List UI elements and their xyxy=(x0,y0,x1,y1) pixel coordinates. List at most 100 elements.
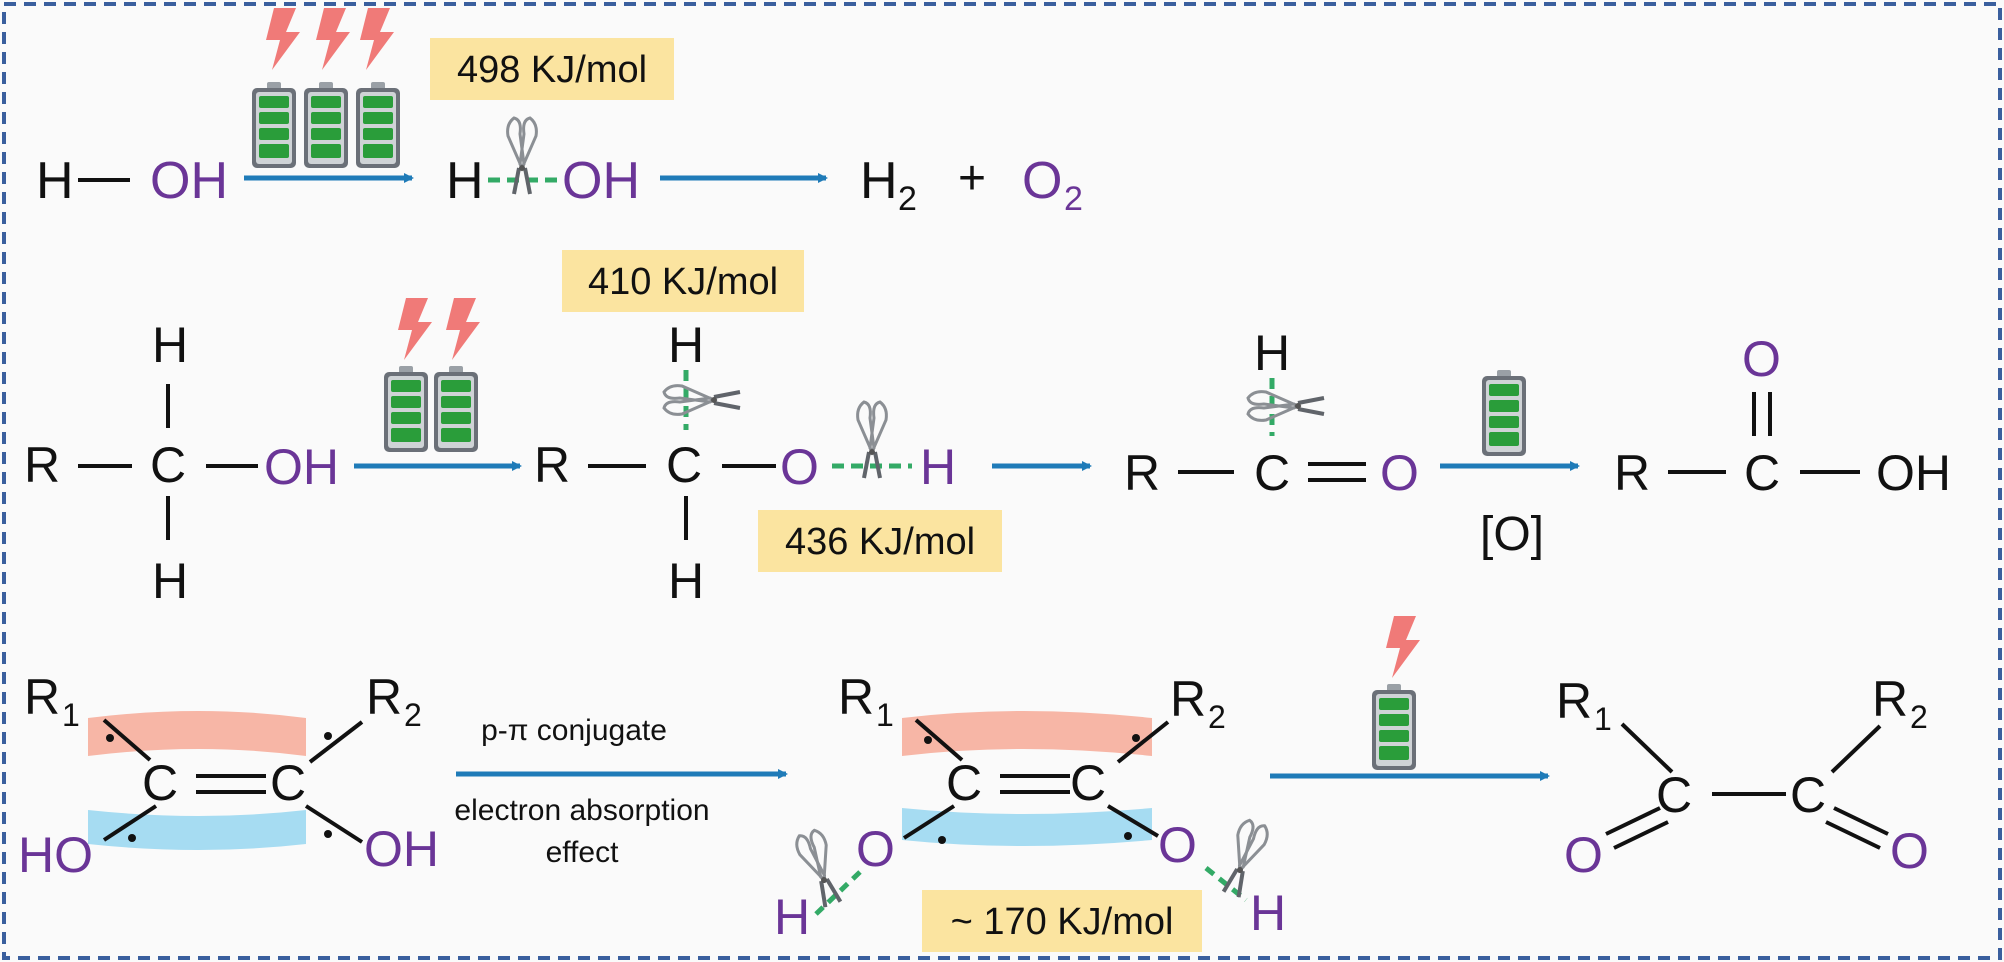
r2-c-bond xyxy=(1116,720,1170,764)
electron-dot xyxy=(106,734,114,742)
c-o-right-bond xyxy=(1106,804,1160,838)
c-o-right-double-bond-1 xyxy=(1833,806,1889,836)
r2-symbol: R xyxy=(1170,671,1206,727)
electron-dot xyxy=(1132,734,1140,742)
h-top: H xyxy=(668,317,704,373)
c-atom-left: C xyxy=(142,755,178,811)
r1-group: R 1 xyxy=(24,669,80,733)
energy-label-box xyxy=(562,250,804,312)
h-atom: H xyxy=(1254,325,1290,381)
r2-subscript: 2 xyxy=(1910,699,1928,735)
conjugation-band-bottom xyxy=(902,808,1152,846)
scissors-icon xyxy=(662,383,742,417)
c-atom-right: C xyxy=(1790,767,1826,823)
r-group: R xyxy=(1124,445,1160,501)
h2-subscript: 2 xyxy=(898,180,917,218)
h2-symbol: H xyxy=(860,152,898,210)
r2-symbol: R xyxy=(366,669,402,725)
c-atom-left: C xyxy=(946,755,982,811)
r2-subscript: 2 xyxy=(1208,699,1226,735)
c-atom: C xyxy=(666,437,702,493)
effect-label-line3: effect xyxy=(546,836,619,869)
electron-dot xyxy=(324,830,332,838)
r1-c-bond xyxy=(914,718,964,762)
h-atom: H xyxy=(446,152,484,210)
r1-c-bond xyxy=(1620,722,1674,774)
energy-label: ~ 170 KJ/mol xyxy=(951,901,1174,943)
energy-label: 498 KJ/mol xyxy=(457,49,647,91)
oh-group: OH xyxy=(562,152,640,210)
oh-group: OH xyxy=(264,439,339,495)
h-atom: H xyxy=(920,439,956,495)
r1-group: R 1 xyxy=(838,669,894,733)
r2-group: R 2 xyxy=(366,669,422,733)
r2-symbol: R xyxy=(1872,671,1908,727)
c-atom-left: C xyxy=(1656,767,1692,823)
h-top: H xyxy=(152,317,188,373)
oxygen-product: O 2 xyxy=(1022,152,1083,218)
o2-subscript: 2 xyxy=(1064,180,1083,218)
hydrogen-product: H 2 xyxy=(860,152,917,218)
c-oh-left-bond xyxy=(102,804,158,842)
h-bottom: H xyxy=(152,553,188,609)
c-o-left-bond xyxy=(902,804,956,840)
energy-label-oh: 436 KJ/mol xyxy=(785,521,975,563)
h-bottom: H xyxy=(668,553,704,609)
reaction-3-enediol-oxidation: R 1 R 2 C C HO OH p-π conjugate electron… xyxy=(18,616,1929,952)
electron-dot xyxy=(924,736,932,744)
c-o-left-double-bond-1 xyxy=(1605,806,1661,836)
r2-group: R 2 xyxy=(1170,671,1226,735)
conjugation-band-bottom xyxy=(88,810,306,850)
o-atom-left: O xyxy=(856,821,895,877)
oh-group: OH xyxy=(1876,445,1951,501)
oh-group: OH xyxy=(150,152,228,210)
r1-subscript: 1 xyxy=(1594,701,1612,737)
o-atom: O xyxy=(780,439,819,495)
r1-symbol: R xyxy=(838,669,874,725)
energy-label-box xyxy=(430,38,674,100)
r2-c-bond xyxy=(1830,724,1882,774)
r1-symbol: R xyxy=(24,669,60,725)
r-group: R xyxy=(24,437,60,493)
o2-symbol: O xyxy=(1022,152,1062,210)
r2-subscript: 2 xyxy=(404,697,422,733)
r1-group: R 1 xyxy=(1556,673,1612,737)
electron-dot xyxy=(324,732,332,740)
plus-sign: + xyxy=(958,152,986,205)
energy-label-ch: 410 KJ/mol xyxy=(588,261,778,303)
o-atom: O xyxy=(1380,445,1419,501)
r1-subscript: 1 xyxy=(62,697,80,733)
r-group: R xyxy=(534,437,570,493)
r1-symbol: R xyxy=(1556,673,1592,729)
c-o-left-double-bond-2 xyxy=(1613,820,1669,850)
scissors-icon xyxy=(505,116,539,196)
oxidant-label: [O] xyxy=(1480,508,1544,561)
electron-dot xyxy=(1124,832,1132,840)
h-atom: H xyxy=(36,152,74,210)
c-atom-right: C xyxy=(1070,755,1106,811)
r-group: R xyxy=(1614,445,1650,501)
c-atom: C xyxy=(1744,445,1780,501)
ho-group: HO xyxy=(18,827,93,883)
o-atom-right: O xyxy=(1158,817,1197,873)
r2-group: R 2 xyxy=(1872,671,1928,735)
r2-c-bond xyxy=(308,720,364,764)
effect-label-line1: p-π conjugate xyxy=(481,714,667,747)
c-atom: C xyxy=(150,437,186,493)
o-atom: O xyxy=(1742,331,1781,387)
electron-dot xyxy=(938,836,946,844)
battery-icon xyxy=(1372,684,1416,770)
lightning-bolt-icon xyxy=(266,8,394,70)
o-atom-left: O xyxy=(1564,827,1603,883)
battery-icon xyxy=(1482,370,1526,456)
o-atom-right: O xyxy=(1890,823,1929,879)
reaction-1-water-splitting: H OH 498 KJ/mol H OH H 2 + O 2 xyxy=(36,8,1083,218)
electron-dot xyxy=(128,834,136,842)
energy-label-box xyxy=(922,890,1202,952)
scissors-icon xyxy=(1246,389,1326,423)
lightning-bolt-icon xyxy=(1386,616,1420,678)
battery-icon xyxy=(384,366,478,452)
c-o-right-double-bond-2 xyxy=(1825,820,1881,850)
